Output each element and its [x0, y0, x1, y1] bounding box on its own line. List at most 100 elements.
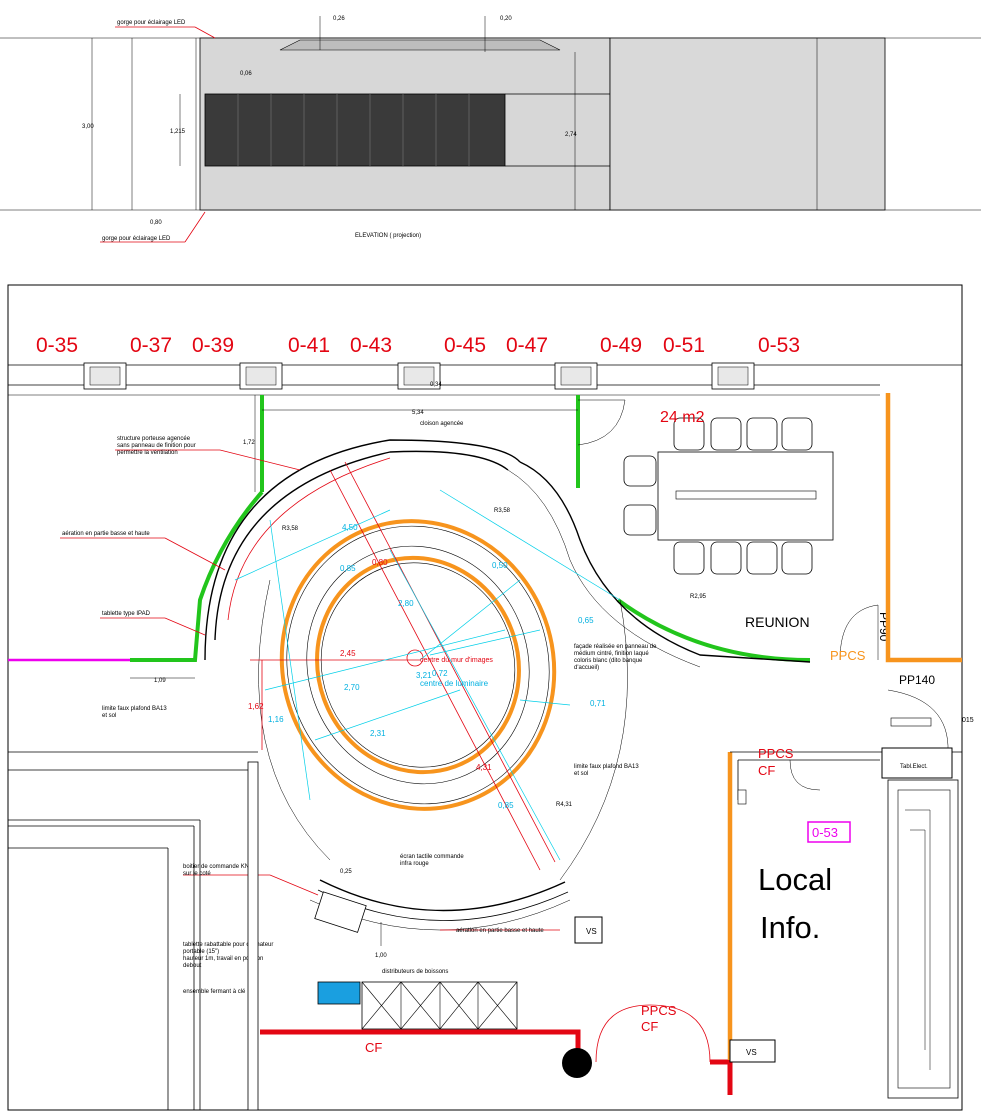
- note-ecran-1: écran tactile commande: [400, 854, 464, 860]
- window-label-0-53: 0-53: [758, 334, 800, 357]
- note-tablette-1: tablette rabattable pour ordinateur: [183, 942, 273, 948]
- door-pp140: PP140: [899, 673, 935, 687]
- door-arc-pp90: [839, 604, 879, 661]
- note-limite-right-1: limite faux plafond BA13: [574, 764, 639, 770]
- ppcs-cf-2-a: PPCS: [641, 1003, 677, 1018]
- dim-172: 1,72: [243, 440, 255, 446]
- window-label-0-51: 0-51: [663, 334, 705, 357]
- dim-085b: 0,85: [498, 801, 514, 810]
- dim-245: 2,45: [340, 649, 356, 658]
- cf-wall-right: [710, 1059, 733, 1095]
- left-wall-block: [8, 751, 259, 1111]
- dim-071: 0,71: [590, 699, 606, 708]
- elevation-led-label-top: gorge pour éclairage LED: [117, 20, 186, 26]
- door-ppcs-orange: PPCS: [830, 648, 866, 663]
- note-center-mur: centre du mur d'images: [420, 657, 493, 664]
- note-tablette-ipad: tablette type IPAD: [102, 611, 151, 617]
- elevation-dim-020: 0,20: [500, 16, 512, 22]
- window-label-0-43: 0-43: [350, 334, 392, 357]
- note-limite-right-2: et sol: [574, 771, 588, 777]
- local-code: 0-53: [812, 825, 838, 840]
- orange-ring-outer: [279, 519, 557, 811]
- dim-116: 1,16: [268, 715, 284, 724]
- note-cloison: cloison agencée: [420, 421, 464, 427]
- dim-080: 0,80: [372, 558, 388, 567]
- dim-534: 5,34: [412, 410, 424, 416]
- window-label-0-47: 0-47: [506, 334, 548, 357]
- tablet-device: [314, 891, 367, 933]
- cf-label: CF: [365, 1040, 382, 1055]
- meeting-chairs: [623, 417, 813, 575]
- note-tablette-4: debout: [183, 963, 202, 969]
- meeting-room-label: REUNION: [745, 614, 810, 630]
- elevation-wall-panel-right: [609, 37, 886, 211]
- orange-walls: [727, 393, 962, 1060]
- cyan-dimension-lines: [234, 489, 621, 861]
- note-limite-left-2: et sol: [102, 713, 116, 719]
- dim-321: 3,21: [416, 671, 432, 680]
- curved-walls: [204, 439, 811, 931]
- door-arc-pp140: [887, 689, 949, 753]
- orange-ring-inner: [315, 555, 521, 775]
- dim-231: 2,31: [370, 729, 386, 738]
- note-ensemble: ensemble fermant à clé: [183, 989, 246, 995]
- green-partitions: [130, 395, 811, 662]
- dim-100: 1,00: [375, 953, 387, 959]
- meeting-area: 24 m2: [660, 409, 705, 426]
- vs-1-label: VS: [586, 927, 597, 936]
- cyan-dimension-texts: 4,50 0,85 0,50 2,80 2,70 3,21 0,72 2,31 …: [268, 523, 606, 810]
- note-tablette-2: portable (15"): [183, 949, 219, 955]
- red-axis-lines: [250, 461, 556, 871]
- dim-270: 2,70: [344, 683, 360, 692]
- dim-025: 0,25: [340, 869, 352, 875]
- cf-wall: [260, 1029, 581, 1062]
- dim-431: 4,31: [476, 763, 492, 772]
- meeting-table: [657, 451, 834, 541]
- dim-280: 2,80: [398, 599, 414, 608]
- note-distributeurs: distributeurs de boissons: [382, 969, 448, 975]
- note-structure-1: structure porteuse agencée: [117, 436, 191, 442]
- note-facade-3: coloris blanc (dito banque: [574, 658, 643, 664]
- note-structure-3: permettre la ventilation: [117, 450, 178, 456]
- window-label-0-35: 0-35: [36, 334, 78, 357]
- annotations: structure porteuse agencée sans panneau …: [60, 436, 657, 995]
- vs-2-label: VS: [746, 1048, 757, 1057]
- note-facade-1: façade réalisée en panneau de: [574, 644, 657, 650]
- radius-358b: R3,58: [494, 508, 511, 514]
- column-post: [562, 1048, 592, 1078]
- local-code-box: [807, 821, 851, 843]
- vending-machines: [317, 981, 518, 1030]
- elevation-led-label-bottom: gorge pour éclairage LED: [102, 236, 171, 242]
- dim-050: 0,50: [492, 561, 508, 570]
- window-labels: 0-35 0-37 0-39 0-41 0-43 0-45 0-47 0-49 …: [36, 334, 800, 357]
- right-rooms: Tabl.Elect. 015: [730, 717, 974, 1099]
- dim-072: 0,72: [432, 669, 448, 678]
- radius-295: R2,95: [690, 594, 707, 600]
- ceiling-rings: [279, 519, 557, 811]
- elevation-video-wall-grid: [237, 94, 470, 166]
- structural-columns: [83, 362, 755, 390]
- elevation-dim-026: 0,26: [333, 16, 345, 22]
- black-dimension-texts: 5,34 0,34 1,72 R3,58 R3,58 R2,95 R4,31 1…: [130, 382, 707, 959]
- elevation-video-wall: [204, 93, 506, 167]
- local-label-line2: Info.: [760, 910, 820, 945]
- note-ecran-2: infra rouge: [400, 861, 429, 867]
- local-label-line1: Local: [758, 862, 832, 897]
- ppcs-cf-1-a: PPCS: [758, 746, 794, 761]
- vs-box-1: [574, 916, 603, 944]
- note-facade-4: d'accueil): [574, 665, 599, 671]
- note-facade-2: médium cintré, finition laqué: [574, 651, 649, 657]
- note-tablette-3: hauteur 1m, travail en position: [183, 956, 263, 962]
- elevation-dim-006: 0,06: [240, 71, 252, 77]
- note-center-luminaire: centre de luminaire: [420, 679, 489, 688]
- elevation-dim-screen: 1,215: [170, 129, 186, 135]
- elevation-dim-height: 3,00: [82, 124, 94, 130]
- water-dispenser: [317, 981, 361, 1005]
- window-label-0-41: 0-41: [288, 334, 330, 357]
- note-limite-left-1: limite faux plafond BA13: [102, 706, 167, 712]
- note-aeration-bottom: aération en partie basse et haute: [456, 928, 544, 934]
- window-label-0-37: 0-37: [130, 334, 172, 357]
- vending-machine-row: [361, 981, 518, 1030]
- elevation-dim-080: 0,80: [150, 220, 162, 226]
- note-boitier-2: sur le coté: [183, 871, 211, 877]
